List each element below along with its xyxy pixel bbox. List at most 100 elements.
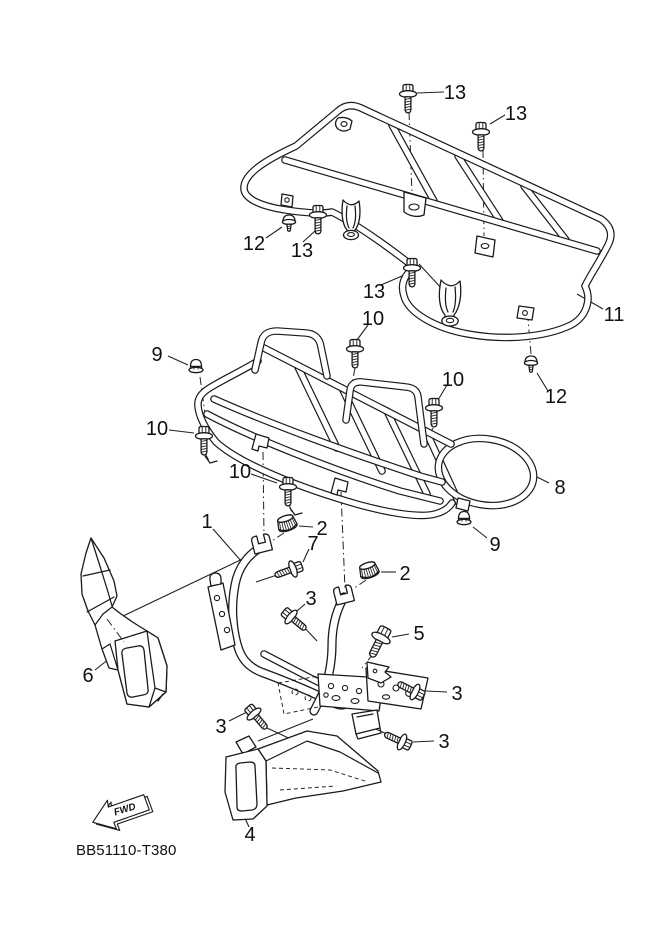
leader-line — [302, 230, 316, 243]
front-carrier-shape — [195, 358, 455, 518]
front-bumper-assembly-shape — [366, 661, 392, 684]
front-bumper-assembly-shape — [331, 695, 341, 701]
front-carrier-shape-shape — [435, 435, 537, 509]
front-bumper-assembly-shape — [332, 584, 356, 606]
leader-line — [380, 275, 403, 286]
centre-line — [408, 111, 413, 195]
callout-8: 8 — [554, 477, 565, 499]
cap-icon — [356, 559, 381, 582]
centre-line — [262, 451, 265, 538]
rear-carrier-shape — [455, 153, 503, 224]
cap-icon — [274, 512, 299, 535]
front-carrier-shape — [289, 507, 303, 516]
flange-bolt-icon — [271, 557, 306, 585]
flange-bolt-icon — [380, 725, 415, 755]
callout-3: 3 — [305, 588, 316, 610]
front-bumper-assembly-shape — [372, 668, 378, 674]
skid-plate-shape — [235, 761, 258, 812]
front-bumper-assembly-shape — [355, 713, 382, 740]
front-bumper-assembly-shape — [209, 572, 222, 587]
rear-carrier-shape — [284, 197, 290, 203]
flange-bolt-lg-icon — [361, 622, 396, 662]
fwd-arrow: FWD — [92, 794, 154, 832]
leader-line — [122, 553, 254, 617]
rear-carrier-shape — [522, 310, 528, 316]
rear-carrier-shape — [241, 103, 614, 341]
leader-line — [536, 372, 549, 392]
guard-shape — [82, 569, 115, 613]
leader-line — [416, 91, 445, 94]
screw-icon — [523, 355, 539, 374]
front-bumper-assembly-shape — [341, 684, 349, 692]
rear-carrier-shape — [341, 199, 361, 233]
front-bumper-assembly-shape — [327, 682, 335, 690]
cap-nut-icon — [188, 358, 204, 374]
guard — [80, 537, 168, 708]
guard-shape — [146, 630, 167, 708]
front-bumper-assembly-shape — [291, 688, 299, 696]
front-carrier-shape — [384, 408, 430, 497]
callout-10: 10 — [362, 308, 384, 330]
fwd-arrow-shape — [92, 794, 150, 830]
rear-carrier-shape — [282, 157, 600, 254]
callout-6: 6 — [82, 665, 93, 687]
front-bumper-assembly-shape — [213, 594, 221, 602]
leader-line — [212, 528, 243, 563]
flange-bolt-icon — [424, 397, 444, 428]
callout-9: 9 — [489, 534, 500, 556]
skid-plate-shape — [235, 735, 257, 755]
leader-line — [298, 525, 314, 528]
front-bumper-assembly-shape — [350, 698, 360, 704]
front-carrier-shape — [330, 477, 349, 496]
callout-13: 13 — [444, 82, 466, 104]
front-bumper-assembly-shape — [351, 709, 381, 735]
front-carrier-shape — [251, 433, 270, 452]
callout-4: 4 — [244, 824, 255, 846]
leader-line — [412, 740, 435, 743]
front-bumper-assembly-shape — [392, 684, 400, 692]
rear-carrier-shape — [347, 231, 355, 238]
leader-line — [257, 718, 314, 742]
leader-line — [228, 711, 248, 722]
rear-carrier-shape — [438, 279, 462, 318]
leader-line — [437, 384, 448, 401]
guard-shape — [106, 618, 125, 643]
leader-line — [168, 429, 195, 434]
flange-bolt-icon — [398, 83, 418, 114]
callout-12: 12 — [243, 233, 265, 255]
callout-2: 2 — [399, 563, 410, 585]
rear-carrier-shape — [408, 203, 420, 211]
rear-carrier-shape — [480, 242, 490, 250]
front-bumper-assembly — [207, 533, 429, 740]
leader-line — [302, 548, 310, 563]
front-bumper-assembly-shape-shape — [250, 533, 274, 555]
callout-3: 3 — [451, 683, 462, 705]
callout-11: 11 — [604, 304, 625, 326]
front-bumper-assembly-shape — [381, 694, 391, 700]
front-carrier-shape — [211, 396, 445, 485]
centre-line — [349, 579, 367, 592]
rear-carrier — [240, 101, 615, 342]
skid-plate-shape — [257, 730, 382, 806]
leader-line — [425, 690, 448, 693]
skid-plate-shape — [271, 767, 369, 791]
screw-icon — [281, 214, 297, 233]
rear-carrier-shape — [521, 183, 569, 243]
leader-line — [255, 574, 278, 583]
callout-9: 9 — [151, 344, 162, 366]
callout-5: 5 — [413, 623, 424, 645]
front-bumper-assembly-shape — [250, 533, 274, 555]
leader-line — [391, 633, 410, 638]
leader-line — [295, 603, 306, 613]
flange-bolt-icon — [240, 700, 274, 735]
front-bumper-assembly-shape-shape — [332, 584, 356, 606]
callout-10: 10 — [229, 461, 251, 483]
front-carrier-shape — [455, 497, 471, 512]
rear-carrier-shape — [444, 286, 457, 313]
flange-bolt-icon — [345, 338, 365, 369]
rear-carrier-shape — [389, 122, 437, 204]
rear-carrier-shape — [445, 317, 455, 324]
